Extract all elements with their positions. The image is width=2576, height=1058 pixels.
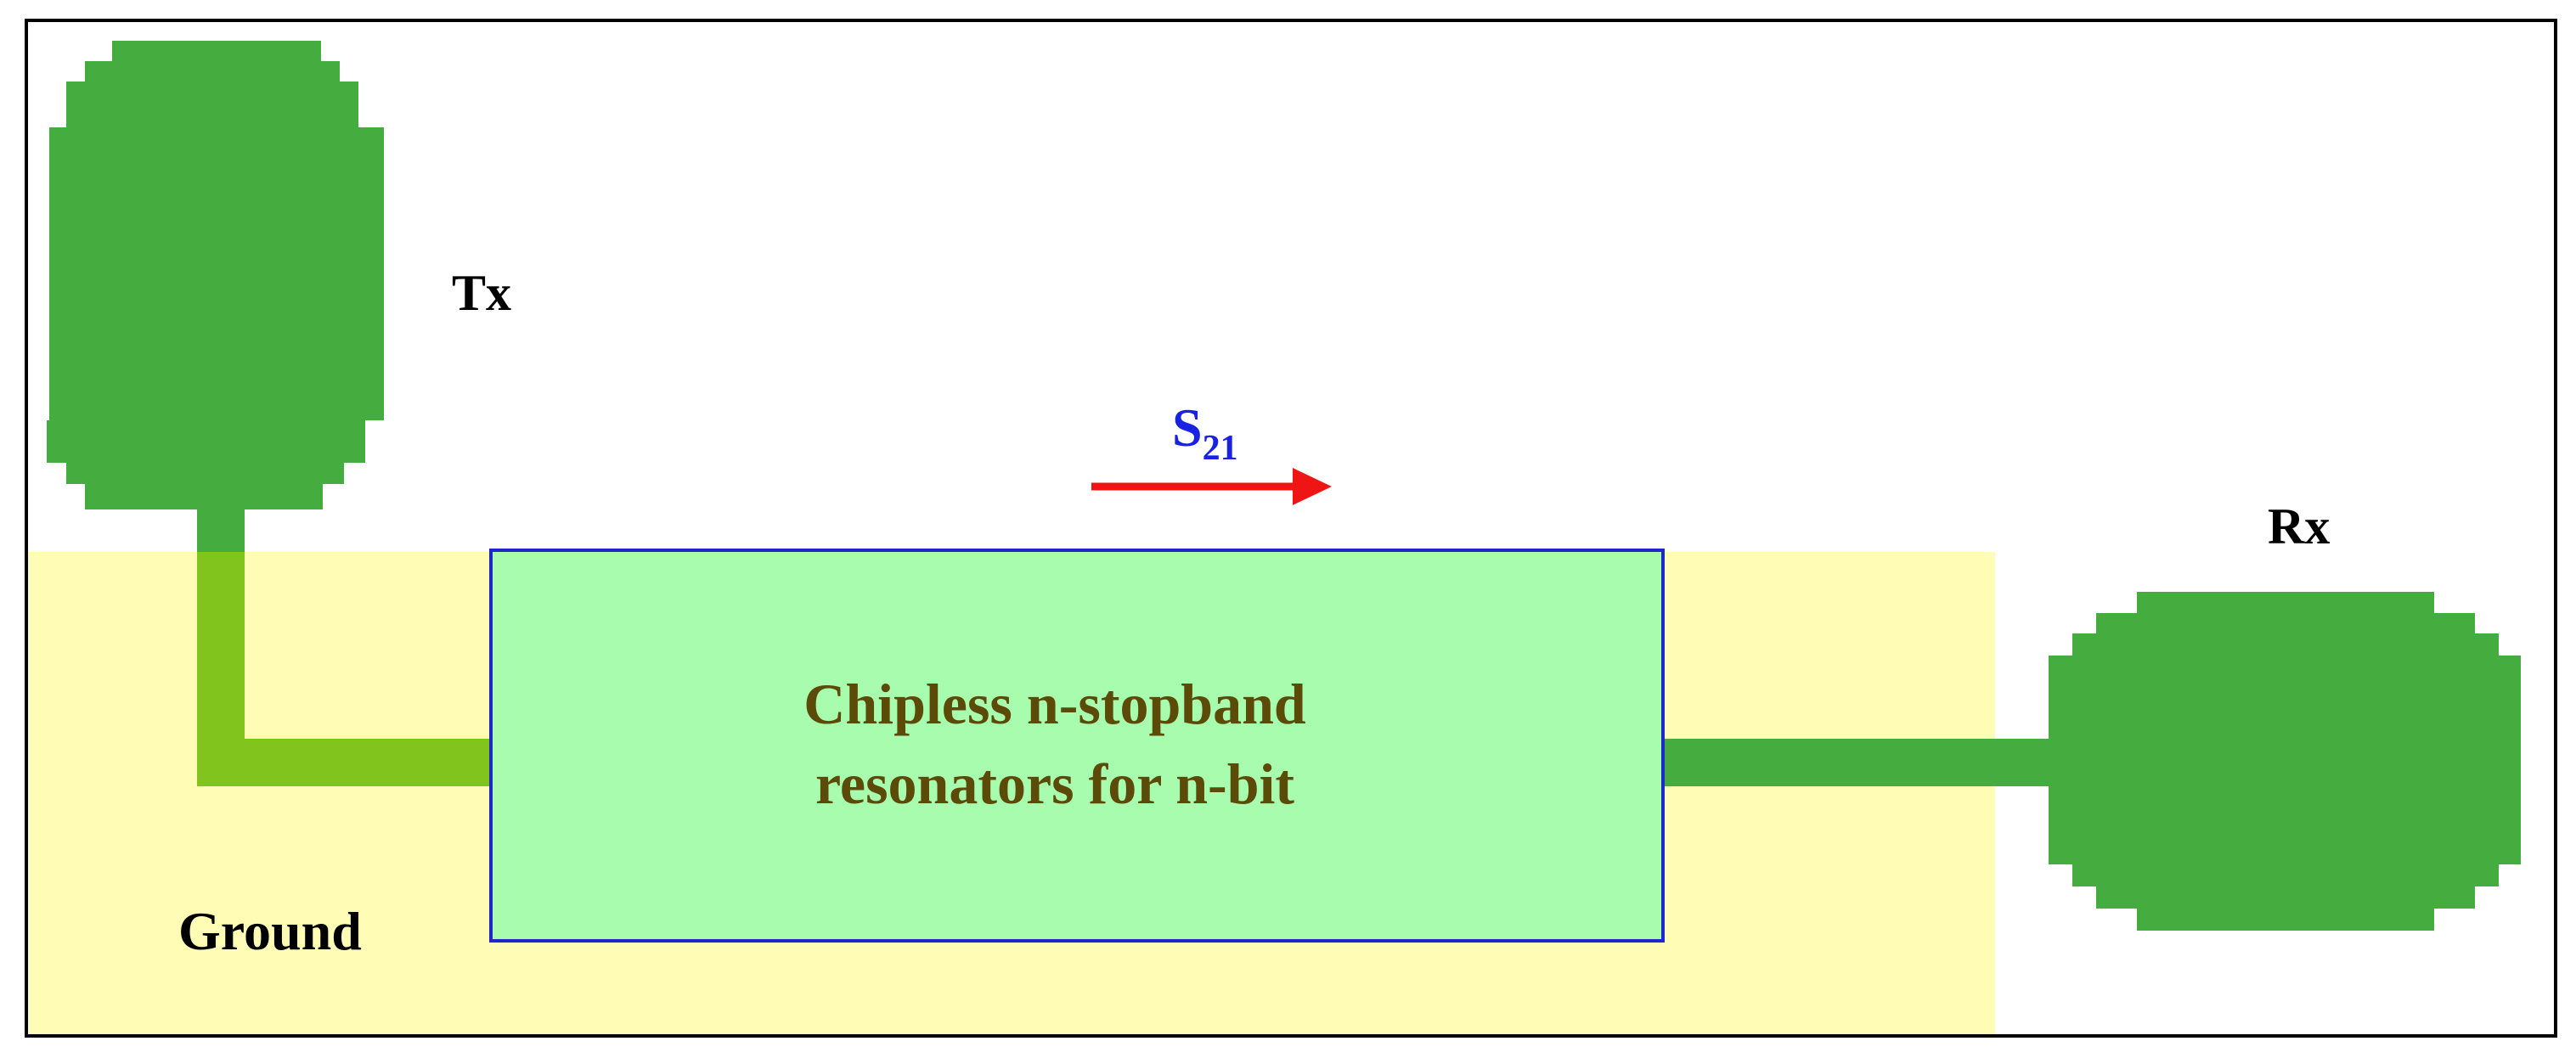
s21-label-main: S: [1172, 397, 1203, 458]
tx-feed-line: [197, 508, 245, 554]
s21-label-subscript: 21: [1203, 429, 1238, 468]
tx-antenna: [47, 41, 384, 509]
rx-label: Rx: [2268, 498, 2330, 554]
rx-feed-line: [1660, 739, 2060, 786]
s21-arrow-head: [1293, 468, 1332, 505]
resonator-label-line2: resonators for n-bit: [815, 751, 1294, 816]
rx-antenna: [2049, 592, 2521, 931]
resonator-label-line1: Chipless n-stopband: [803, 672, 1306, 736]
s21-label: S21: [1172, 397, 1238, 468]
tx-label: Tx: [452, 265, 511, 321]
tx-feed-line-on-ground: [197, 552, 493, 786]
ground-label: Ground: [178, 901, 362, 961]
resonator-block: [489, 549, 1665, 943]
